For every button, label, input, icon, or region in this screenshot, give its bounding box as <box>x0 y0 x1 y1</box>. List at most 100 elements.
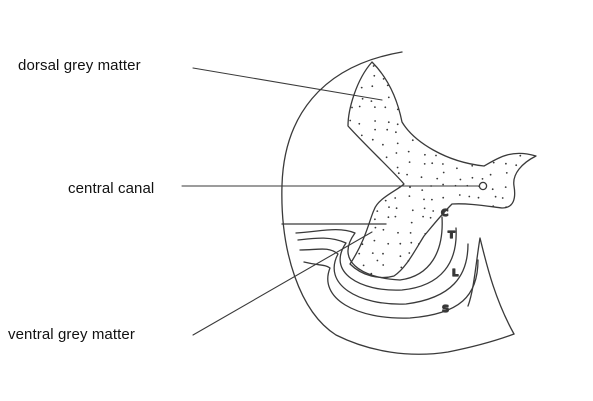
stipple-dot <box>400 255 402 257</box>
central-canal-icon <box>479 182 486 189</box>
stipple-dot <box>468 196 470 198</box>
stipple-dot <box>422 216 424 218</box>
stipple-dot <box>519 155 521 157</box>
stipple-dot <box>431 199 433 201</box>
stipple-dot <box>482 178 484 180</box>
stipple-dot <box>505 206 507 208</box>
stipple-dot <box>431 162 433 164</box>
stipple-dot <box>459 194 461 196</box>
stipple-dot <box>397 167 399 169</box>
stipple-dot <box>397 123 399 125</box>
ventral-fissure <box>468 238 514 334</box>
stipple-dot <box>412 209 414 211</box>
stipple-dot <box>443 172 445 174</box>
stipple-dot <box>430 217 432 219</box>
stipple-dot <box>410 242 412 244</box>
stipple-dot <box>436 178 438 180</box>
stipple-dot <box>361 135 363 137</box>
grey-matter-stipple <box>349 65 521 275</box>
tract-arc-c <box>296 217 442 280</box>
stipple-dot <box>385 200 387 202</box>
stipple-dot <box>472 177 474 179</box>
stipple-dot <box>471 165 473 167</box>
stipple-dot <box>374 106 376 108</box>
stipple-dot <box>495 196 497 198</box>
stipple-dot <box>408 151 410 153</box>
stipple-dot <box>383 78 385 80</box>
stipple-dot <box>382 144 384 146</box>
stipple-dot <box>362 98 364 100</box>
stipple-dot <box>373 65 375 67</box>
stipple-dot <box>376 210 378 212</box>
stipple-dot <box>358 123 360 125</box>
stipple-dot <box>349 120 351 122</box>
stipple-dot <box>373 75 375 77</box>
stipple-dot <box>492 188 494 190</box>
stipple-dot <box>377 260 379 262</box>
stipple-dot <box>506 172 508 174</box>
stipple-dot <box>421 189 423 191</box>
stipple-dot <box>423 199 425 201</box>
stipple-dot <box>361 87 363 89</box>
stipple-dot <box>442 197 444 199</box>
segment-letter-s: S <box>442 304 449 315</box>
grey-matter-region <box>348 62 536 278</box>
leader-ventral <box>193 232 372 335</box>
stipple-dot <box>374 218 376 220</box>
cord-outline <box>282 52 514 354</box>
stipple-dot <box>363 265 365 267</box>
stipple-dot <box>406 174 408 176</box>
stipple-dot <box>351 107 353 109</box>
stipple-dot <box>386 129 388 131</box>
stipple-dot <box>399 243 401 245</box>
stipple-dot <box>515 164 517 166</box>
stipple-dot <box>505 186 507 188</box>
stipple-dot <box>400 267 402 269</box>
stipple-dot <box>432 210 434 212</box>
stipple-dot <box>397 232 399 234</box>
stipple-dot <box>374 120 376 122</box>
stipple-dot <box>371 85 373 87</box>
stipple-dot <box>435 155 437 157</box>
stipple-dot <box>490 174 492 176</box>
stipple-dot <box>372 252 374 254</box>
stipple-dot <box>424 233 426 235</box>
stipple-dot <box>388 97 390 99</box>
stipple-dot <box>505 163 507 165</box>
stipple-dot <box>411 222 413 224</box>
stipple-dot <box>492 205 494 207</box>
stipple-dot <box>371 100 373 102</box>
stipple-dot <box>409 186 411 188</box>
stipple-dot <box>442 163 444 165</box>
stipple-dot <box>387 85 389 87</box>
stipple-dot <box>493 162 495 164</box>
stipple-dot <box>382 264 384 266</box>
leader-dorsal <box>193 68 382 100</box>
stipple-dot <box>359 106 361 108</box>
stipple-dot <box>388 216 390 218</box>
stipple-dot <box>398 172 400 174</box>
stipple-dot <box>394 197 396 199</box>
stipple-dot <box>372 139 374 141</box>
stipple-dot <box>408 260 410 262</box>
stipple-dot <box>388 206 390 208</box>
stipple-dot <box>424 163 426 165</box>
stipple-dot <box>384 106 386 108</box>
stipple-dot <box>387 243 389 245</box>
stipple-dot <box>408 252 410 254</box>
stipple-dot <box>478 197 480 199</box>
stipple-dot <box>412 139 414 141</box>
stipple-dot <box>382 253 384 255</box>
stipple-dot <box>395 216 397 218</box>
stipple-dot <box>374 240 376 242</box>
stipple-dot <box>395 131 397 133</box>
stipple-dot <box>418 243 420 245</box>
stipple-dot <box>397 109 399 111</box>
stipple-dot <box>383 229 385 231</box>
tract-arc-t <box>298 228 456 290</box>
segment-letter-l: L <box>452 268 459 279</box>
stipple-dot <box>410 232 412 234</box>
tract-arc-l <box>300 244 468 304</box>
stipple-dot <box>362 243 364 245</box>
